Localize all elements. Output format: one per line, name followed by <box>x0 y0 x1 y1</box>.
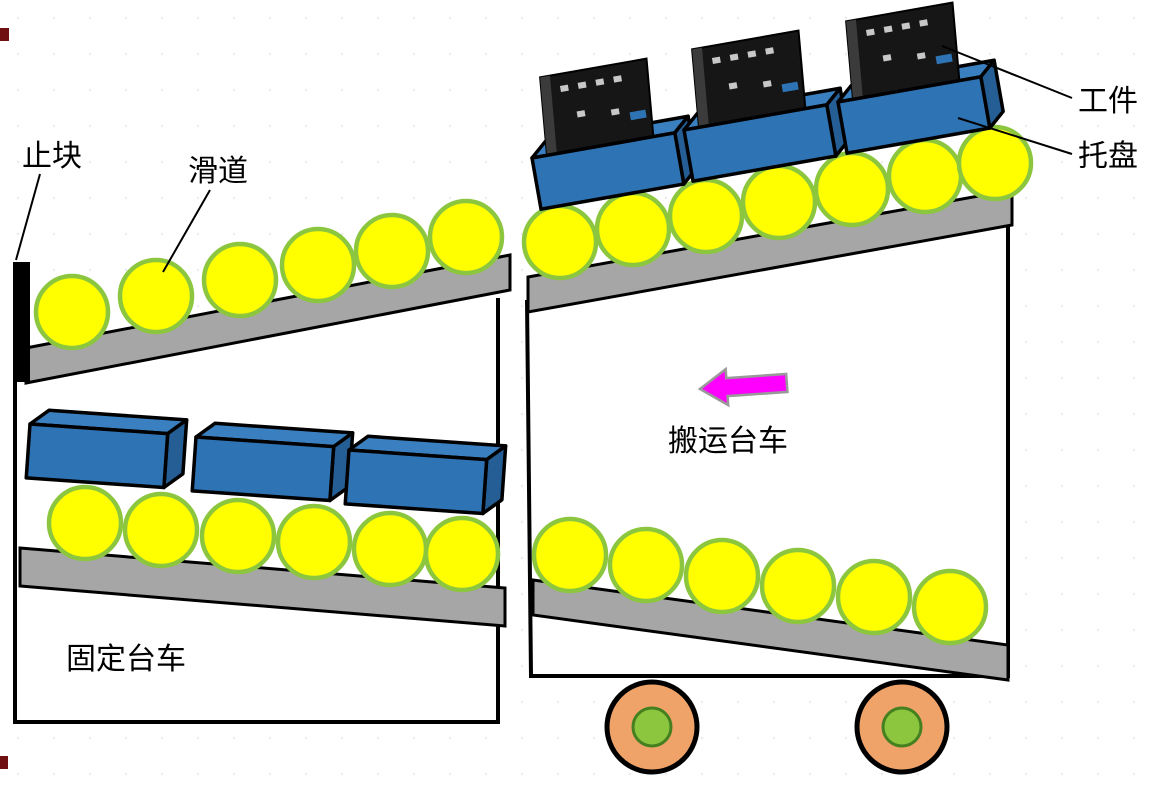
roller <box>607 526 685 604</box>
roller <box>594 190 672 268</box>
pallet <box>190 421 355 503</box>
roller <box>353 212 431 290</box>
roller <box>423 515 501 593</box>
roller <box>33 273 111 351</box>
roller <box>759 547 837 625</box>
wheel <box>604 679 700 775</box>
roller <box>199 497 277 575</box>
direction-arrow-icon <box>697 366 789 408</box>
roller <box>351 510 429 588</box>
pallet <box>343 434 508 516</box>
pallet-with-workpiece <box>530 57 699 211</box>
roller <box>813 150 891 228</box>
roller <box>279 226 357 304</box>
callout-line-stop-block <box>15 173 41 261</box>
callout-line-workpiece <box>941 45 1073 99</box>
label-workpiece: 工件 <box>1078 85 1138 118</box>
roller <box>911 568 989 646</box>
roller-row-lower-right <box>531 516 989 646</box>
fixed-cart <box>13 198 512 724</box>
label-transport-cart: 搬运台车 <box>668 425 788 458</box>
pallet-with-workpiece <box>682 29 851 183</box>
roller-row-upper-left <box>33 198 505 351</box>
roller <box>427 198 505 276</box>
label-pallet: 托盘 <box>1078 140 1138 173</box>
screen-artifact <box>0 28 9 41</box>
wheel-hub <box>881 706 923 748</box>
label-stop-block: 止块 <box>22 140 82 173</box>
roller <box>201 241 279 319</box>
slide-rail-lower-left <box>18 546 507 628</box>
roller <box>275 503 353 581</box>
pallet <box>24 408 189 490</box>
wheel <box>854 679 950 775</box>
screen-artifact <box>0 756 8 769</box>
wheel-hub <box>631 706 673 748</box>
roller <box>122 491 200 569</box>
transport-cart <box>521 1 1034 775</box>
label-fixed-cart: 固定台车 <box>66 643 186 676</box>
roller-row-upper-right <box>521 124 1034 281</box>
callout-line-pallet <box>957 117 1073 155</box>
roller <box>683 537 761 615</box>
stop-block <box>13 262 30 382</box>
roller <box>521 203 599 281</box>
roller <box>835 558 913 636</box>
label-slide: 滑道 <box>188 155 248 188</box>
roller <box>531 516 609 594</box>
roller <box>117 257 195 335</box>
roller <box>956 124 1034 202</box>
roller <box>46 484 124 562</box>
roller-row-lower-left <box>46 484 501 593</box>
roller <box>740 163 818 241</box>
callout-line-slide <box>162 189 211 273</box>
pallet-with-workpiece <box>836 1 1005 155</box>
roller <box>886 137 964 215</box>
roller <box>667 177 745 255</box>
